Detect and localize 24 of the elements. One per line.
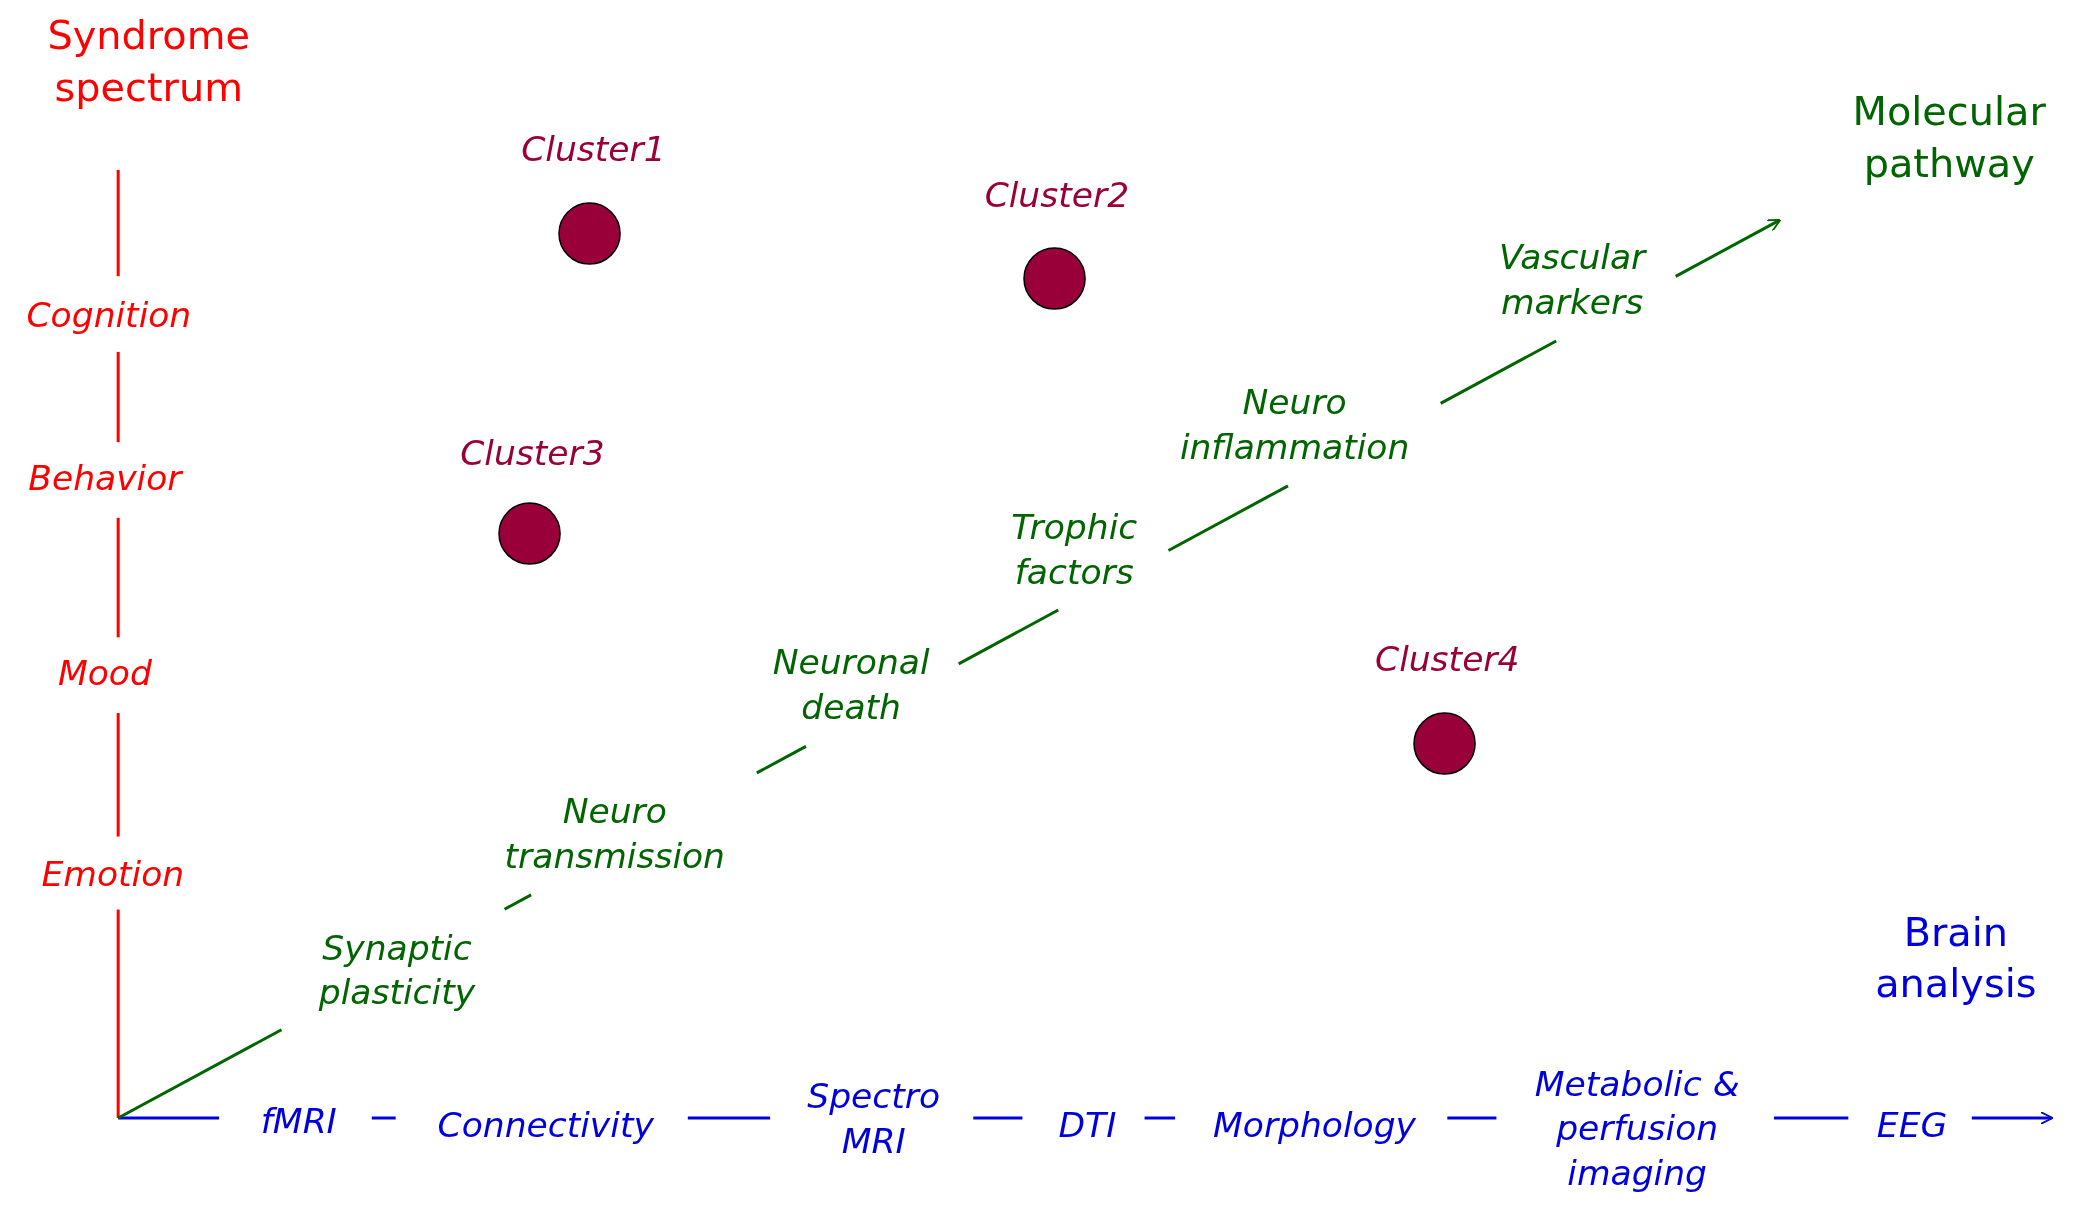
axis-label: Morphology <box>1212 1103 1418 1147</box>
axis-label: Metabolic & perfusion imaging <box>1533 1062 1741 1196</box>
axis-label: Neuro transmission <box>503 790 726 878</box>
axis-label: DTI <box>1057 1103 1118 1147</box>
axis-label: Vascular markers <box>1497 236 1648 325</box>
axis-title: Brain analysis <box>1874 907 2038 1009</box>
axis-label: Mood <box>56 651 153 695</box>
axis-label: Behavior <box>27 456 184 500</box>
axis-label: EEG <box>1875 1103 1949 1147</box>
cluster-label: Cluster1 <box>521 127 666 171</box>
axis-label: Cognition <box>25 293 193 337</box>
axis-label: Trophic factors <box>1010 505 1139 594</box>
cluster-label: Cluster4 <box>1375 637 1520 681</box>
axis-label: Emotion <box>40 852 186 896</box>
axis-label: Neuro inflammation <box>1178 381 1411 469</box>
axis-label: Neuronal death <box>771 641 931 730</box>
cluster-label: Cluster2 <box>984 173 1130 217</box>
axis-title: Molecular pathway <box>1851 87 2047 189</box>
axis-label: Connectivity <box>436 1103 655 1147</box>
axis-label: Synaptic plasticity <box>317 926 477 1015</box>
cluster-label: Cluster3 <box>460 431 605 475</box>
axis-title: Syndrome spectrum <box>46 11 251 113</box>
axis-label: Spectro MRI <box>806 1075 942 1164</box>
axis-label: fMRI <box>259 1099 338 1143</box>
